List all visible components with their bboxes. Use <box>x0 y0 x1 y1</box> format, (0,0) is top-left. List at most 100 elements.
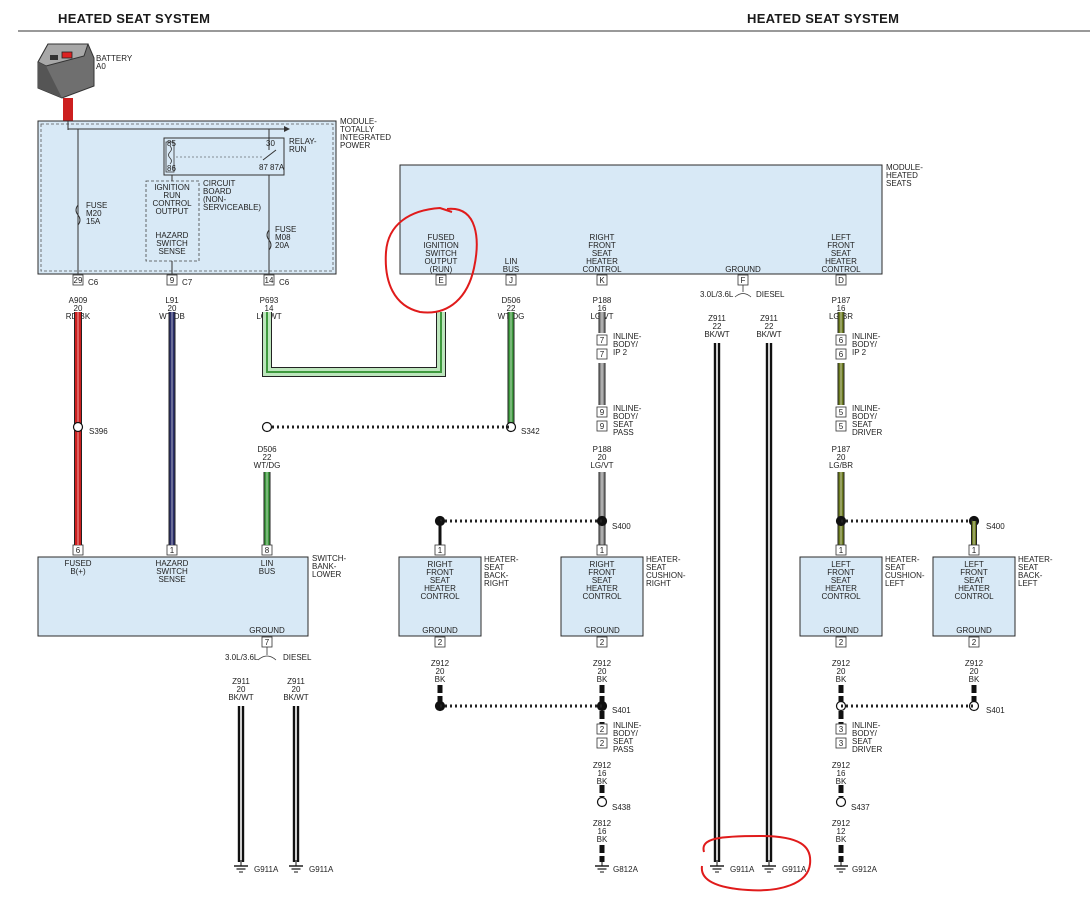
switch-bank-label-text: SWITCH- <box>312 554 347 563</box>
left-chain-inline-bot-box <box>835 737 847 749</box>
inline-ip2-right-label: INLINE- <box>613 332 642 341</box>
hsm-wire-J: D506 <box>501 296 521 305</box>
hsm-pin-name-E: SWITCH <box>425 249 457 258</box>
hsm-pin-name-K: HEATER <box>586 257 618 266</box>
heater-lb-body-text: LEFT <box>964 560 984 569</box>
heater-rc-ground-pin: 2 <box>600 638 605 647</box>
tipm-pin-9: 9 <box>170 276 175 285</box>
label-d506-lower: WT/DG <box>254 461 281 470</box>
battery-text: BATTERY <box>96 54 133 63</box>
left-chain-inline-label: SEAT <box>852 737 872 746</box>
hsm-label-text: HEATED <box>886 171 918 180</box>
hsm-pin-K: K <box>599 276 605 285</box>
left-chain-wire-low: 12 <box>837 827 846 836</box>
right-chain-inline-label: INLINE- <box>613 721 642 730</box>
circuit-board-text: SERVICEABLE) <box>203 203 261 212</box>
heater-lc-ground-wire: BK <box>836 675 847 684</box>
heater-rc-side-label: HEATER- <box>646 555 681 564</box>
tipm-wire-29: 20 <box>74 304 83 313</box>
fuse-m20-text: M20 <box>86 209 102 218</box>
page-title-left: HEATED SEAT SYSTEM <box>58 11 210 26</box>
label-p187-lower: 20 <box>837 453 846 462</box>
tipm-conn-9: C7 <box>182 278 193 287</box>
heater-lb-ground-wire: 20 <box>970 667 979 676</box>
switch-pin-1-name: SENSE <box>158 575 185 584</box>
label-d506-lower: D506 <box>257 445 277 454</box>
relay-pin-87a: 87A <box>270 163 285 172</box>
tipm-pin-14-box <box>263 274 275 286</box>
heater-lb-ground-wire: BK <box>969 675 980 684</box>
inline-ip2-right-bot-box <box>596 348 608 360</box>
switch-pin-7: 7 <box>265 638 270 647</box>
hsm-ground-wire-a: 22 <box>713 322 722 331</box>
label-g812a: G812A <box>613 865 639 874</box>
heater-lc-side-label: LEFT <box>885 579 905 588</box>
label-p188-lower: P188 <box>593 445 612 454</box>
hsm-pin-D-box <box>835 274 847 286</box>
hsm-pin-K-box <box>596 274 608 286</box>
right-chain-inline-top: 2 <box>600 725 605 734</box>
hsm-wire-K: 16 <box>598 304 607 313</box>
tipm-pin-14: 14 <box>265 276 274 285</box>
ground-symbol-g911a-center-a <box>710 860 724 873</box>
relay-pin-87: 87 <box>259 163 268 172</box>
heater-lc-body-text: LEFT <box>831 560 851 569</box>
seat-heater-modules: 1RIGHTFRONTSEATHEATERCONTROLHEATER-SEATB… <box>398 544 1053 705</box>
fuse-m20-text: FUSE <box>86 201 107 210</box>
heater-lc-top-pin: 1 <box>839 546 844 555</box>
inline-pass-label: INLINE- <box>613 404 642 413</box>
label-p187-lower: LG/BR <box>829 461 853 470</box>
heater-rb-side-label: BACK- <box>484 571 509 580</box>
splice-s342 <box>505 421 517 433</box>
heater-rc-ground-wire: BK <box>597 675 608 684</box>
switch-ground-label: GROUND <box>249 626 285 635</box>
hsm-ground-fork <box>734 285 752 298</box>
right-chain-wire-mid: Z912 <box>593 761 612 770</box>
right-chain-inline-label: SEAT <box>613 737 633 746</box>
hsm-pin-name-J: BUS <box>503 265 519 274</box>
hsm-pin-J: J <box>509 276 513 285</box>
switch-pin-1-name: HAZARD <box>156 559 189 568</box>
tipm-inner-boundary <box>40 123 334 272</box>
ignition-output-text: IGNITION <box>154 183 190 192</box>
hsm-label-text: SEATS <box>886 179 912 188</box>
splice-s401-left-branch <box>968 700 980 712</box>
right-chain-inline-top-box <box>596 723 608 735</box>
hsm-pin-E: E <box>438 276 443 285</box>
right-chain-wire-low: BK <box>597 835 608 844</box>
hazard-sense-text: HAZARD <box>156 231 189 240</box>
hsm-ground-wire-a: BK/WT <box>704 330 729 339</box>
heater-rb-ground-pin: 2 <box>438 638 443 647</box>
ground-symbol-g912a <box>834 860 848 873</box>
hsm-ground-wire-b: 22 <box>765 322 774 331</box>
label-g911a-center-b: G911A <box>782 865 807 874</box>
inline-ip2-left-label: IP 2 <box>852 348 867 357</box>
right-chain-wire-low: 16 <box>598 827 607 836</box>
heater-lb-top-pin: 1 <box>972 546 977 555</box>
hsm-pin-J-box <box>505 274 517 286</box>
inline-ip2-right-top-box <box>596 334 608 346</box>
inline-ip2-left-bot-box <box>835 348 847 360</box>
label-s437: S437 <box>851 803 870 812</box>
heater-rc-body-text: HEATER <box>586 584 618 593</box>
heater-rb-ground-label: GROUND <box>422 626 458 635</box>
heater-lb-ground-pin: 2 <box>972 638 977 647</box>
hsm-pin-name-D: SEAT <box>831 249 851 258</box>
heater-lc-body-text: CONTROL <box>821 592 861 601</box>
ground-symbol-g911a-left-b <box>289 860 303 873</box>
hsm-pin-name-K: RIGHT <box>590 233 615 242</box>
heater-lc-side-label: HEATER- <box>885 555 920 564</box>
hsm-pin-name-E: OUTPUT <box>425 257 458 266</box>
heater-rb-ground-wire: BK <box>435 675 446 684</box>
circuit-board-text: BOARD <box>203 187 232 196</box>
heater-lb-side-label: LEFT <box>1018 579 1038 588</box>
relay-pin-85: 85 <box>167 139 176 148</box>
switch-pin-8: 8 <box>265 546 270 555</box>
heater-rb-body-text: SEAT <box>430 576 450 585</box>
ignition-output-text: CONTROL <box>152 199 192 208</box>
heater-rb-ground-pin-box <box>434 636 446 648</box>
